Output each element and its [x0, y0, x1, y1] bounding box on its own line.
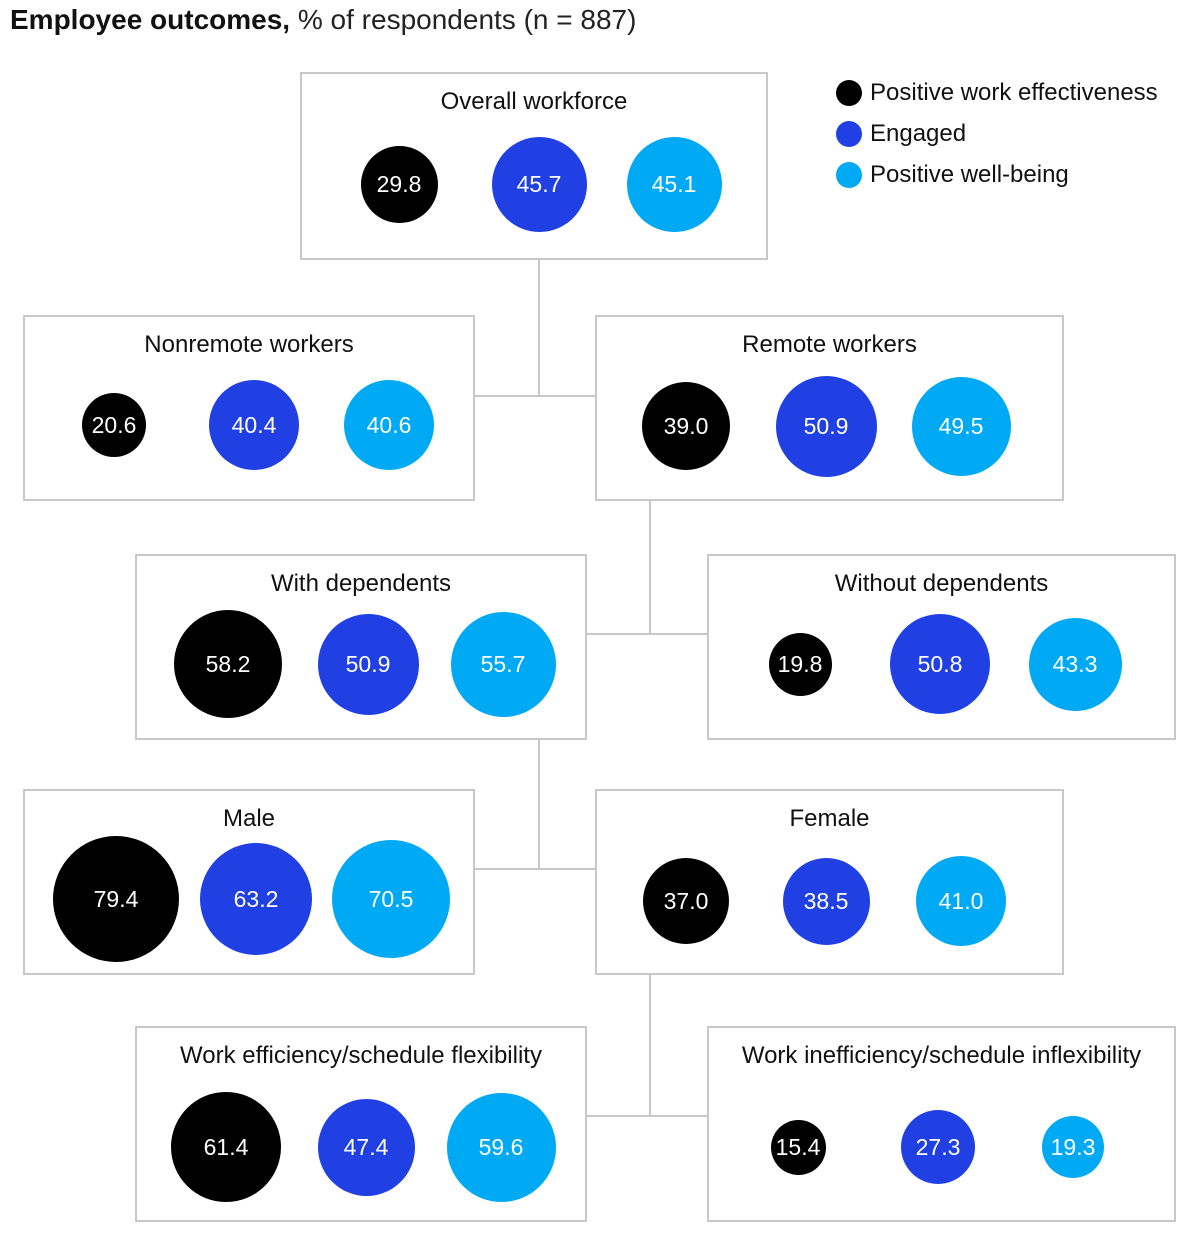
connector-line [649, 974, 651, 1116]
connector-line [649, 500, 651, 634]
group-box-overall-workforce: Overall workforce 29.8 45.7 45.1 [300, 72, 768, 260]
wellbeing-bubble: 45.1 [626, 136, 722, 232]
wellbeing-bubble: 19.3 [1042, 1116, 1104, 1178]
connector-line [474, 868, 595, 870]
engaged-bubble: 50.9 [317, 613, 419, 715]
chart-title-subtitle: % of respondents (n = 887) [290, 4, 637, 35]
wellbeing-bubble: 40.6 [344, 380, 434, 470]
legend-dot-effectiveness [836, 79, 862, 106]
group-box-without-dependents: Without dependents 19.8 50.8 43.3 [707, 554, 1176, 740]
engaged-bubble: 63.2 [200, 843, 312, 955]
group-box-work-inefficiency: Work inefficiency/schedule inflexibility… [707, 1026, 1176, 1222]
wellbeing-bubble: 70.5 [332, 840, 450, 958]
connector-line [474, 395, 595, 397]
connector-line [586, 633, 707, 635]
legend-dot-wellbeing [836, 161, 862, 188]
group-label: With dependents [270, 570, 452, 597]
wellbeing-bubble: 59.6 [446, 1092, 556, 1202]
connector-line [538, 259, 540, 396]
engaged-bubble: 40.4 [209, 380, 299, 470]
group-label: Work efficiency/schedule flexibility [180, 1042, 542, 1069]
wellbeing-bubble: 55.7 [450, 611, 556, 717]
effectiveness-bubble: 15.4 [770, 1119, 826, 1175]
engaged-bubble: 50.8 [890, 614, 990, 714]
wellbeing-bubble: 49.5 [911, 376, 1011, 476]
legend-item-engaged: Engaged [836, 113, 1158, 154]
group-label: Male [222, 805, 276, 832]
effectiveness-bubble: 39.0 [642, 382, 730, 470]
legend-item-effectiveness: Positive work effectiveness [836, 72, 1158, 113]
group-box-female: Female 37.0 38.5 41.0 [595, 789, 1064, 975]
engaged-bubble: 27.3 [901, 1110, 975, 1184]
engaged-bubble: 47.4 [317, 1098, 415, 1196]
connector-line [586, 1115, 707, 1117]
group-box-with-dependents: With dependents 58.2 50.9 55.7 [135, 554, 587, 740]
legend-label: Positive work effectiveness [870, 78, 1158, 106]
chart-title-bold: Employee outcomes, [10, 4, 291, 35]
legend-dot-engaged [836, 120, 862, 147]
engaged-bubble: 38.5 [782, 857, 870, 945]
group-label: Overall workforce [440, 88, 628, 115]
group-box-nonremote-workers: Nonremote workers 20.6 40.4 40.6 [23, 315, 475, 501]
group-box-work-efficiency: Work efficiency/schedule flexibility 61.… [135, 1026, 587, 1222]
engaged-bubble: 45.7 [491, 136, 587, 232]
group-label: Remote workers [742, 331, 917, 358]
connector-line [538, 738, 540, 869]
effectiveness-bubble: 58.2 [174, 610, 282, 718]
wellbeing-bubble: 41.0 [916, 856, 1006, 946]
group-label: Female [789, 805, 870, 832]
effectiveness-bubble: 61.4 [171, 1092, 281, 1202]
engaged-bubble: 50.9 [775, 375, 877, 477]
effectiveness-bubble: 37.0 [643, 858, 729, 944]
wellbeing-bubble: 43.3 [1028, 617, 1122, 711]
effectiveness-bubble: 79.4 [53, 836, 179, 962]
group-box-remote-workers: Remote workers 39.0 50.9 49.5 [595, 315, 1064, 501]
chart-title: Employee outcomes, % of respondents (n =… [10, 4, 636, 36]
effectiveness-bubble: 29.8 [360, 145, 438, 223]
legend-label: Engaged [870, 119, 967, 147]
effectiveness-bubble: 20.6 [82, 393, 146, 457]
legend-label: Positive well-being [870, 160, 1069, 188]
group-label: Without dependents [834, 570, 1049, 597]
legend: Positive work effectiveness Engaged Posi… [836, 72, 1158, 195]
effectiveness-bubble: 19.8 [768, 632, 832, 696]
group-label: Nonremote workers [144, 331, 354, 358]
group-label: Work inefficiency/schedule inflexibility [741, 1042, 1142, 1069]
legend-item-wellbeing: Positive well-being [836, 154, 1158, 195]
